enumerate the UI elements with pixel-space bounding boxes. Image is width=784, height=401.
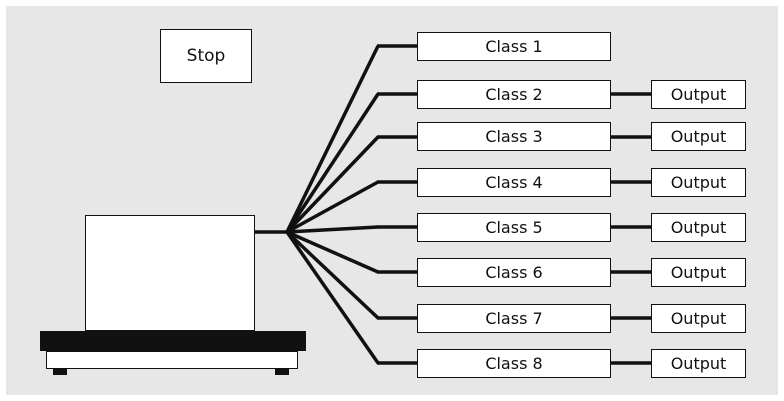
fan-line-7	[285, 230, 380, 320]
class-box-5: Class 5	[417, 213, 611, 242]
output-label: Output	[670, 173, 727, 192]
output-label: Output	[670, 354, 727, 373]
output-label: Output	[670, 127, 727, 146]
class-label: Class 4	[485, 173, 543, 192]
class-label: Class 7	[485, 309, 543, 328]
class-label: Class 5	[485, 218, 543, 237]
class-label: Class 8	[485, 354, 543, 373]
output-box-6: Output	[651, 258, 746, 287]
class-box-6: Class 6	[417, 258, 611, 287]
output-label: Output	[670, 263, 727, 282]
output-label: Output	[670, 309, 727, 328]
fan-line-2	[285, 93, 380, 233]
output-box-7: Output	[651, 304, 746, 333]
scale-foot-left	[53, 369, 67, 375]
class-label: Class 6	[485, 263, 543, 282]
output-label: Output	[670, 85, 727, 104]
output-box-5: Output	[651, 213, 746, 242]
fan-line-6	[286, 230, 379, 274]
class-box-3: Class 3	[417, 122, 611, 151]
output-box-4: Output	[651, 168, 746, 197]
class-box-4: Class 4	[417, 168, 611, 197]
class-label: Class 1	[485, 37, 543, 56]
fan-line-1	[285, 45, 380, 233]
fan-line-8	[285, 231, 380, 364]
fan-line-4	[286, 180, 379, 234]
output-box-8: Output	[651, 349, 746, 378]
class-label: Class 3	[485, 127, 543, 146]
class-label: Class 2	[485, 85, 543, 104]
class-box-2: Class 2	[417, 80, 611, 109]
scale-platform	[40, 331, 306, 351]
fan-line-5	[286, 225, 379, 234]
stop-label: Stop	[186, 46, 226, 66]
class-box-1: Class 1	[417, 32, 611, 61]
output-box-2: Output	[651, 80, 746, 109]
stop-box: Stop	[160, 29, 252, 83]
fan-line-3	[285, 135, 380, 234]
class-box-7: Class 7	[417, 304, 611, 333]
scale-base	[46, 351, 298, 369]
output-label: Output	[670, 218, 727, 237]
output-box-3: Output	[651, 122, 746, 151]
scale-load-box	[85, 215, 255, 331]
scale-foot-right	[275, 369, 289, 375]
class-box-8: Class 8	[417, 349, 611, 378]
